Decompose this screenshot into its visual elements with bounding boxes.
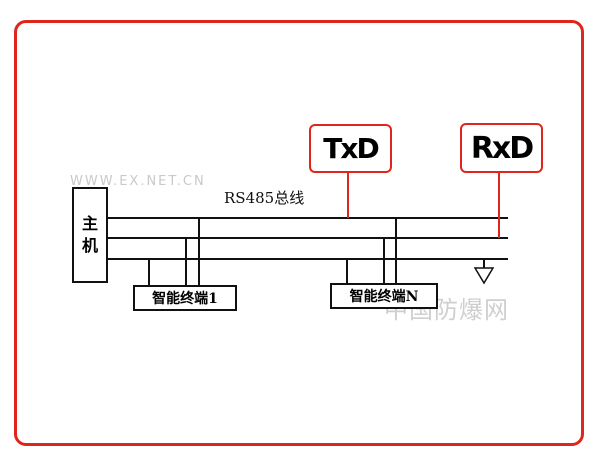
txd-callout: TxD	[309, 124, 392, 173]
rxd-label: RxD	[470, 130, 534, 166]
terminal-n-label: 智能终端N	[349, 289, 419, 305]
host-box: 主 机	[72, 187, 108, 283]
rxd-callout: RxD	[460, 123, 543, 173]
ground-icon	[473, 267, 495, 285]
bus-label: RS485总线	[224, 189, 305, 207]
txd-label: TxD	[323, 132, 379, 165]
host-label-char-1: 主	[81, 214, 98, 233]
terminal-n-box: 智能终端N	[330, 283, 438, 309]
outer-frame	[14, 20, 584, 446]
watermark-url: WWW.EX.NET.CN	[70, 174, 206, 189]
host-label-char-2: 机	[81, 236, 98, 255]
terminal-1-label: 智能终端1	[152, 291, 218, 307]
terminal-1-box: 智能终端1	[133, 285, 237, 311]
